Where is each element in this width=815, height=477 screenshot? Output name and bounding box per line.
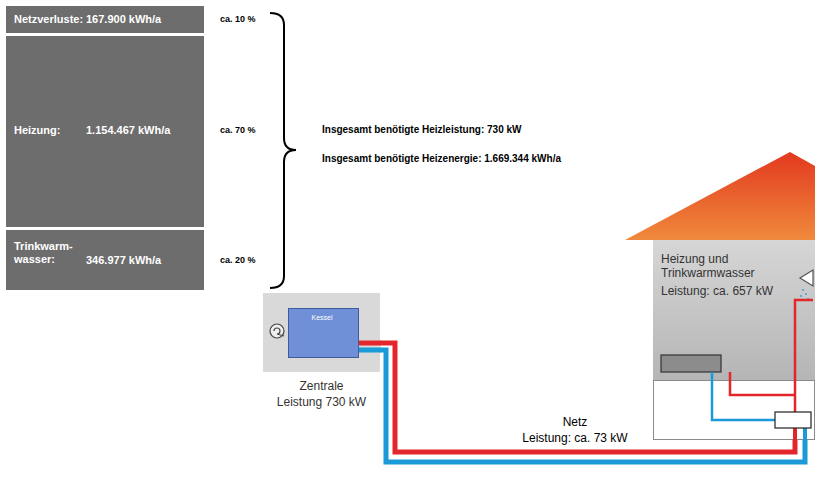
- node-value: Leistung 730 kW: [253, 395, 390, 409]
- house-supply-inlet: [793, 428, 797, 440]
- house-return-inlet: [803, 428, 807, 440]
- percent-label: ca. 70 %: [220, 125, 256, 136]
- basement: [654, 381, 815, 440]
- radiator: [661, 355, 721, 372]
- network-label: Netz: [505, 415, 645, 429]
- node-heading: Trinkwarm- wasser:: [14, 240, 82, 266]
- house: Heizung und TrinkwarmwasserLeistung: ca.…: [653, 240, 815, 440]
- percent-label: ca. 10 %: [220, 14, 256, 25]
- pump-spiral: [274, 328, 284, 336]
- energy-share-box: Trinkwarm- wasser: 346.977 kWh/a: [5, 229, 205, 291]
- house-roof: [625, 152, 815, 240]
- node-value: 1.154.467 kWh/a: [86, 124, 198, 137]
- node-heading: Heizung:: [14, 124, 86, 137]
- central-plant: ZentraleLeistung 730 kWKessel: [263, 293, 380, 372]
- water-drop: [800, 295, 802, 297]
- boiler-box: Kessel: [288, 308, 359, 358]
- central-plant-box: [263, 293, 380, 372]
- node-heading: Heizung und Trinkwarmwasser: [661, 252, 791, 281]
- node-heading: Netzverluste:: [14, 13, 86, 26]
- node-heading: Zentrale: [253, 379, 390, 393]
- water-drop: [805, 293, 807, 295]
- transfer-station: [775, 412, 811, 428]
- shower-symbol: [800, 270, 813, 286]
- brace: [270, 13, 296, 288]
- node-value: 167.900 kWh/a: [86, 13, 198, 26]
- percent-label: ca. 20 %: [220, 255, 256, 266]
- house-supply-pipe: [730, 372, 795, 395]
- node-value: 346.977 kWh/a: [86, 254, 198, 267]
- house-supply-pipe: [795, 300, 813, 412]
- network-power-label: Leistung: ca. 73 kW: [505, 431, 645, 445]
- pump-symbol: [270, 324, 284, 338]
- water-drop: [802, 289, 804, 291]
- return-pipe: [380, 350, 805, 462]
- energy-share-box: Heizung:1.154.467 kWh/a: [5, 35, 205, 228]
- district-heating-pipe: [380, 343, 805, 462]
- total-energy-note: Insgesamt benötigte Heizenergie: 1.669.3…: [322, 153, 561, 165]
- house-wall: [653, 240, 815, 380]
- node-value: Leistung: ca. 657 kW: [661, 284, 801, 298]
- supply-pipe: [380, 343, 795, 452]
- node-heading: Kessel: [289, 314, 355, 322]
- total-power-note: Insgesamt benötigte Heizleistung: 730 kW: [322, 124, 521, 136]
- energy-share-box: Netzverluste:167.900 kWh/a: [5, 5, 205, 34]
